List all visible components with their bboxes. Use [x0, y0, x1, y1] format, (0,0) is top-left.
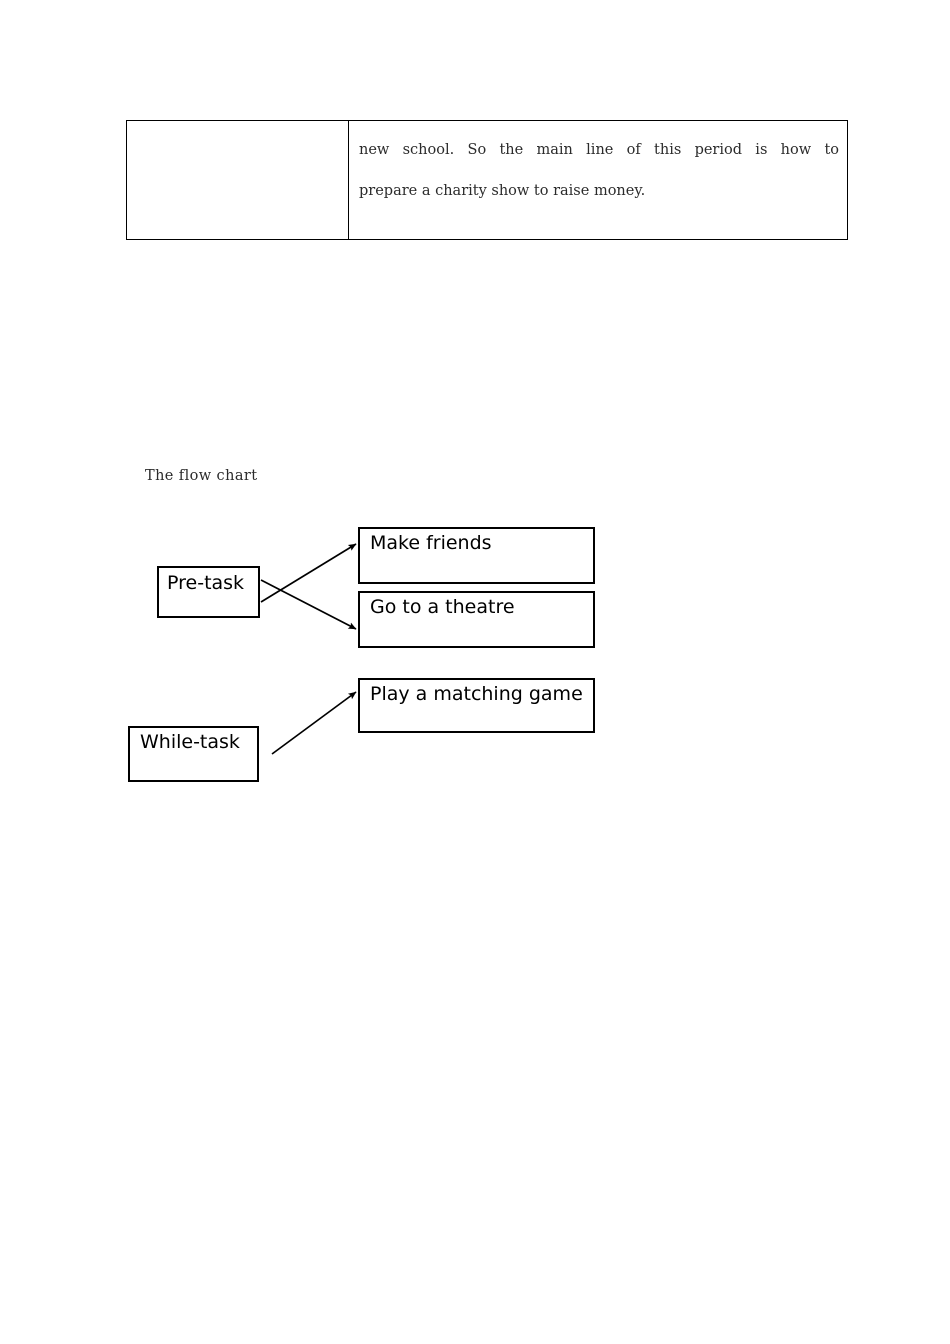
flow-node-play-a-matching-game[interactable]: Play a matching game: [358, 678, 595, 733]
connector-while-task-to-play-a-matching-game: [271, 691, 357, 755]
flow-node-while-task[interactable]: While-task: [128, 726, 259, 782]
table-cell-left: [127, 121, 349, 239]
connector-pre-task-to-make-friends: [260, 543, 357, 603]
table-text-line-2: prepare a charity show to raise money.: [359, 183, 646, 199]
table-cell-right: new school. So the main line of this per…: [350, 121, 847, 239]
connector-pre-task-to-go-to-a-theatre: [260, 579, 357, 630]
table-text-line-1: new school. So the main line of this per…: [359, 142, 839, 158]
flow-node-go-to-a-theatre[interactable]: Go to a theatre: [358, 591, 595, 648]
document-table: new school. So the main line of this per…: [126, 120, 848, 240]
flow-node-make-friends[interactable]: Make friends: [358, 527, 595, 584]
flow-chart-title: The flow chart: [145, 468, 258, 484]
flow-node-pre-task[interactable]: Pre-task: [157, 566, 260, 618]
